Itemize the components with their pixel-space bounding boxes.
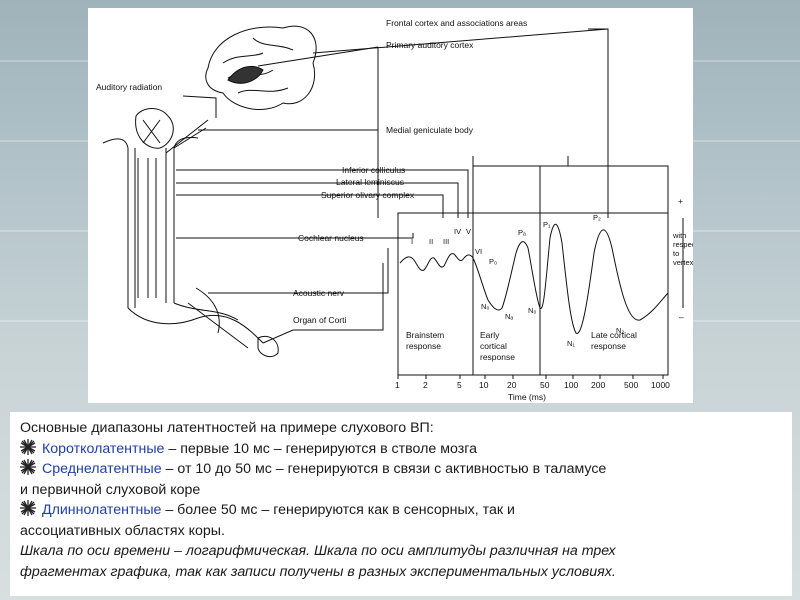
- axis-tick-label: 10: [479, 380, 489, 390]
- leader-acoustic: [208, 248, 389, 294]
- category-middle-latency: Среднелатентные: [42, 461, 162, 477]
- label-lateral-lemniscus: Lateral leminiscus: [336, 177, 404, 187]
- label-auditory-radiation: Auditory radiation: [96, 82, 162, 92]
- axis-tick-label: 20: [507, 380, 517, 390]
- wave-label-iii: III: [443, 237, 449, 246]
- wave-label-ii: II: [429, 237, 433, 246]
- wave-label-p0: P₀: [489, 257, 497, 266]
- leader-frontal: [312, 28, 609, 218]
- axis-tick-label: 5: [457, 380, 462, 390]
- evoked-potential-waveform: [399, 223, 669, 334]
- label-primary-auditory: Primary auditory cortex: [386, 40, 474, 50]
- polarity-minus: –: [679, 312, 684, 322]
- caption-item-text: – первые 10 мс – генерируются в стволе м…: [164, 440, 477, 457]
- region-early-2: cortical: [480, 341, 507, 351]
- wave-label-iv: IV: [454, 227, 461, 236]
- polarity-note-1: with: [672, 231, 686, 240]
- starburst-bullet-icon: [20, 459, 36, 475]
- leader-lateral: [176, 182, 459, 218]
- auditory-cortex-mark: [227, 65, 264, 84]
- wave-label-p2: P₂: [593, 213, 601, 222]
- radiation-arc: [165, 119, 209, 154]
- midbrain-cross: [142, 119, 161, 144]
- polarity-note-2: respect: [673, 240, 693, 249]
- leader-inferior: [176, 169, 469, 218]
- starburst-bullet-icon: [20, 500, 36, 516]
- leader-corti: [262, 263, 384, 344]
- wave-label-nb: N₀: [528, 306, 537, 315]
- plot-frame: [397, 212, 669, 376]
- pathway-tracts-mid: [137, 158, 157, 298]
- caption-item-middle: Среднелатентные – от 10 до 50 мс – генер…: [20, 459, 782, 480]
- label-frontal-cortex: Frontal cortex and associations areas: [386, 18, 527, 28]
- axis-tick-label: 50: [540, 380, 550, 390]
- region-late-2: response: [591, 341, 626, 351]
- caption-item-text: – более 50 мс – генерируются как в сенсо…: [161, 502, 515, 518]
- brain-outline: [205, 25, 317, 111]
- pathway-tracts-left: [127, 148, 175, 308]
- organ-of-corti-shape: [257, 335, 279, 358]
- region-brainstem-2: response: [406, 341, 441, 351]
- midbrain-section: [135, 108, 174, 149]
- label-organ-of-corti: Organ of Corti: [293, 315, 346, 325]
- caption-item-text: – от 10 до 50 мс – генерируются в связи …: [161, 461, 607, 477]
- axis-tick-label: 100: [564, 380, 578, 390]
- caption-box: Основные диапазоны латентностей на приме…: [10, 412, 792, 596]
- category-short-latency: Коротколатентные: [42, 440, 165, 457]
- polarity-note-4: vertex: [673, 258, 693, 267]
- caption-intro: Основные диапазоны латентностей на приме…: [20, 420, 434, 436]
- wave-label-n1: N₁: [567, 339, 575, 348]
- label-medial-geniculate: Medial geniculate body: [386, 125, 474, 135]
- figure-panel: Frontal cortex and associations areas Pr…: [88, 8, 693, 403]
- polarity-plus: +: [678, 196, 683, 206]
- wave-label-p1: P₁: [543, 220, 551, 229]
- category-long-latency: Длиннолатентные: [42, 502, 162, 518]
- cochlear-nucleus-fibers: [187, 287, 249, 349]
- leader-superior: [176, 194, 444, 218]
- leader-medial: [198, 129, 379, 168]
- label-acoustic-nerv: Acoustic nerv: [293, 288, 345, 298]
- leader-cochlear: [176, 233, 414, 239]
- starburst-bullet-icon: [20, 438, 36, 455]
- axis-tick-label: 200: [591, 380, 605, 390]
- caption-item-short: Коротколатентные – первые 10 мс – генери…: [20, 438, 782, 460]
- label-superior-olivary: Superior olivary complex: [321, 190, 415, 200]
- axis-tick-label: 500: [624, 380, 638, 390]
- region-early-1: Early: [480, 330, 500, 340]
- wave-label-pa: Pₐ: [518, 228, 526, 237]
- region-early-3: response: [480, 352, 515, 362]
- region-late-1: Late cortical: [591, 330, 637, 340]
- wave-label-v: V: [466, 227, 471, 236]
- caption-item-continuation: ассоциативных областях коры.: [20, 522, 225, 539]
- wave-label-i: I: [411, 237, 413, 246]
- caption-note-line-1: Шкала по оси времени – логарифмическая. …: [20, 543, 616, 559]
- polarity-note-3: to: [673, 249, 679, 258]
- axis-x-label: Time (ms): [508, 392, 546, 402]
- nerve-fibers: [127, 302, 264, 344]
- label-cochlear-nucleus: Cochlear nucleus: [298, 233, 364, 243]
- axis-tick-label: 1000: [651, 380, 670, 390]
- auditory-pathway-diagram: Frontal cortex and associations areas Pr…: [96, 18, 693, 402]
- axis-tick-label: 2: [423, 380, 428, 390]
- region-brainstem-1: Brainstem: [406, 330, 444, 340]
- caption-note-line-2: фрагментах графика, так как записи получ…: [20, 563, 616, 580]
- leader-radiation: [182, 95, 217, 118]
- label-inferior-colliculus: Inferior colliculus: [342, 165, 405, 175]
- caption-item-long: Длиннолатентные – более 50 мс – генериру…: [20, 500, 782, 521]
- wave-label-n2: N₂: [616, 326, 624, 335]
- wave-label-na: Nₐ: [505, 312, 513, 321]
- caption-item-continuation: и первичной слуховой коре: [20, 481, 201, 498]
- wave-label-n0: N₀: [481, 302, 490, 311]
- wave-label-vi: VI: [475, 247, 482, 256]
- axis-tick-label: 1: [395, 380, 400, 390]
- region-bracket: [472, 156, 669, 218]
